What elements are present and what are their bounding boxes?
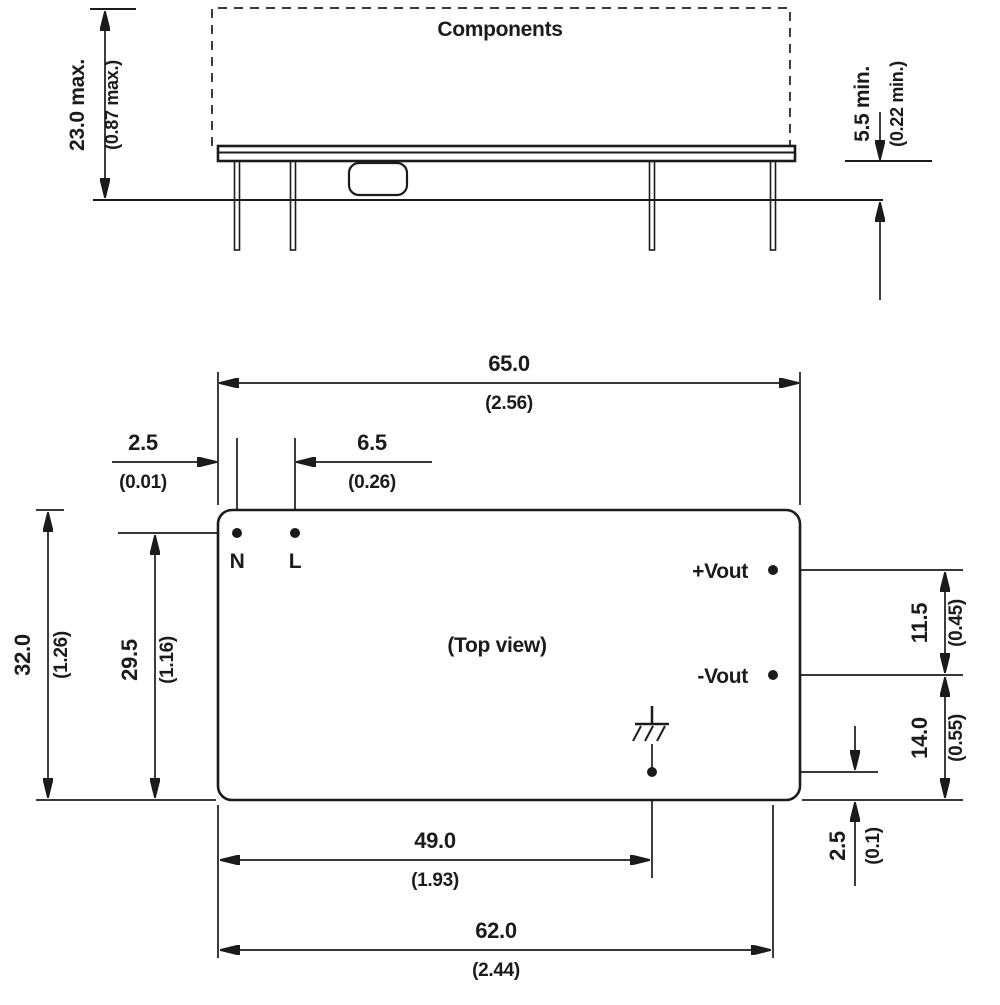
pin-dot-neg-vout: [768, 670, 778, 680]
dimension-lines: [48, 383, 945, 950]
pin: [289, 160, 297, 251]
dim-vout-to-bottom-inch-label: (0.55): [946, 714, 967, 762]
dim-gnd-x-mm-label: 49.0: [414, 828, 456, 853]
dim-vout-pitch-inch-label: (0.45): [946, 599, 967, 647]
pin-label-pos-vout: +Vout: [692, 560, 748, 583]
top-view-label: (Top view): [447, 634, 546, 657]
dim-vout-to-bottom-mm-label: 14.0: [907, 717, 932, 759]
dim-pin-depth-inch-label: (1.16): [157, 636, 178, 684]
dim-height-mm-label: 23.0 max.: [66, 59, 89, 151]
pin: [769, 160, 777, 251]
pin: [233, 160, 241, 251]
dim-gnd-to-bottom-mm-label: 2.5: [825, 831, 850, 861]
dim-body-height-mm-label: 32.0: [10, 634, 35, 676]
pin-label-neg-vout: -Vout: [697, 665, 748, 688]
dim-pin-offset-inch-label: (0.01): [119, 472, 167, 493]
dim-gnd-x-inch-label: (1.93): [411, 870, 459, 891]
pin-dot-n: [232, 528, 242, 538]
dim-gnd-to-bottom-inch-label: (0.1): [863, 827, 884, 865]
module-top-outline: [216, 508, 802, 802]
pin-dot-l: [290, 528, 300, 538]
dim-pin-pitch-mm-label: 6.5: [357, 430, 387, 455]
pin-label-n: N: [230, 550, 245, 573]
dim-vout-x-inch-label: (2.44): [472, 960, 520, 981]
dim-pin-offset-mm-label: 2.5: [128, 430, 158, 455]
dim-width-mm-label: 65.0: [488, 351, 530, 376]
side-view: Components 23.0 max. (0.87 max.) 5.5 min…: [66, 7, 932, 300]
pin-label-l: L: [289, 550, 302, 573]
dim-vout-pitch-mm-label: 11.5: [907, 603, 932, 643]
dim-pin-min-inch-label: (0.22 min.): [887, 61, 907, 147]
components-label: Components: [437, 18, 562, 41]
component-body: [347, 161, 409, 197]
dim-vout-x-mm-label: 62.0: [475, 918, 517, 943]
dim-body-height-inch-label: (1.26): [51, 631, 72, 679]
dim-width-inch-label: (2.56): [485, 393, 533, 414]
dim-pin-depth-mm-label: 29.5: [117, 639, 142, 681]
dim-pin-min-mm-label: 5.5 min.: [851, 66, 874, 142]
component-envelope-outline: [211, 7, 791, 146]
pin-dot-ground: [647, 767, 657, 777]
dim-height-inch-label: (0.87 max.): [102, 60, 122, 150]
dim-pin-pitch-inch-label: (0.26): [348, 472, 396, 493]
top-view: (Top view) N L +Vout -Vout 65.0 (2.56) 2…: [10, 351, 967, 981]
pin-dot-pos-vout: [768, 565, 778, 575]
ground-symbol-icon: [632, 706, 669, 768]
pin: [648, 160, 656, 251]
